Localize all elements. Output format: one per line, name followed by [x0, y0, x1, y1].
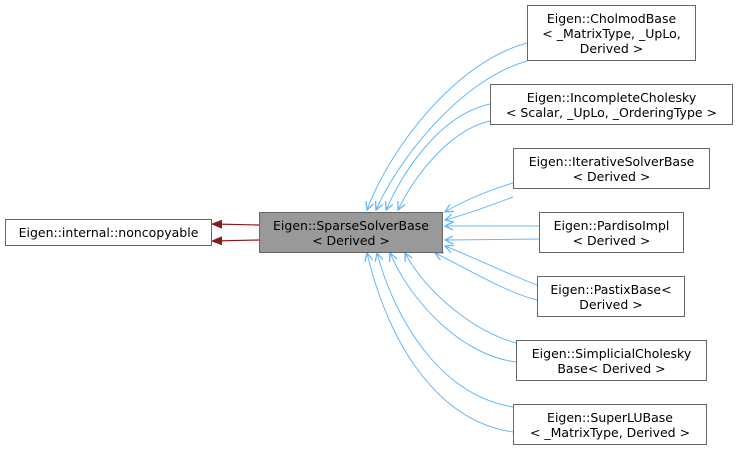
node-noncopyable-line-1: Eigen::internal::noncopyable — [18, 225, 199, 240]
node-iterative-solver-base-line-2: < Derived > — [572, 168, 651, 184]
node-cholmod-base-line-3: Derived > — [579, 40, 644, 56]
node-pardiso-impl-line-1: Eigen::PardisoImpl — [553, 217, 670, 233]
node-simplicial-cholesky-base-line-2: Base< Derived > — [557, 360, 666, 376]
node-superlu-base-line-2: < _MatrixType, Derived > — [529, 424, 691, 440]
node-cholmod-base[interactable]: Eigen::CholmodBase < _MatrixType, _UpLo,… — [527, 5, 696, 61]
edge-simplicialcholeskybase-upper — [405, 253, 517, 344]
node-incomplete-cholesky[interactable]: Eigen::IncompleteCholesky < Scalar, _UpL… — [490, 84, 733, 125]
edge-incompletecholesky-lower — [398, 120, 491, 210]
node-sparse-solver-base-line-1: Eigen::SparseSolverBase — [273, 217, 429, 233]
edge-superlubase-upper — [377, 253, 514, 408]
node-simplicial-cholesky-base-line-1: Eigen::SimplicialCholesky — [531, 345, 692, 361]
edge-simplicialcholeskybase-lower — [390, 253, 517, 363]
edge-sparsesolverbase-noncopyable-upper — [213, 224, 260, 225]
edge-pastixbase-upper — [445, 246, 538, 286]
node-cholmod-base-line-1: Eigen::CholmodBase — [546, 10, 677, 26]
edge-iterativesolverbase-upper — [445, 182, 514, 212]
node-pastix-base[interactable]: Eigen::PastixBase< Derived > — [537, 276, 685, 317]
node-noncopyable[interactable]: Eigen::internal::noncopyable — [5, 219, 212, 246]
edge-pastixbase-lower — [435, 253, 538, 301]
node-incomplete-cholesky-line-2: < Scalar, _UpLo, _OrderingType > — [505, 104, 718, 120]
edge-iterativesolverbase-lower — [445, 196, 514, 220]
node-incomplete-cholesky-line-1: Eigen::IncompleteCholesky — [526, 89, 697, 105]
node-iterative-solver-base[interactable]: Eigen::IterativeSolverBase < Derived > — [513, 148, 710, 189]
node-iterative-solver-base-line-1: Eigen::IterativeSolverBase — [528, 153, 695, 169]
node-superlu-base[interactable]: Eigen::SuperLUBase < _MatrixType, Derive… — [513, 404, 707, 445]
node-pastix-base-line-2: Derived > — [579, 296, 643, 312]
edge-cholmodbase-upper — [367, 42, 528, 210]
node-pardiso-impl[interactable]: Eigen::PardisoImpl < Derived > — [539, 212, 684, 253]
node-pastix-base-line-1: Eigen::PastixBase< — [550, 281, 672, 297]
node-cholmod-base-line-2: < _MatrixType, _UpLo, — [542, 25, 681, 41]
node-sparse-solver-base: Eigen::SparseSolverBase < Derived > — [259, 212, 443, 253]
node-simplicial-cholesky-base[interactable]: Eigen::SimplicialCholesky Base< Derived … — [516, 340, 707, 381]
edge-sparsesolverbase-noncopyable-lower — [213, 240, 260, 241]
node-superlu-base-line-1: Eigen::SuperLUBase — [547, 409, 673, 425]
node-sparse-solver-base-line-2: < Derived > — [312, 232, 390, 248]
node-pardiso-impl-line-2: < Derived > — [572, 232, 651, 248]
edge-cholmodbase-lower — [376, 60, 528, 210]
edge-pardisoimpl-lower — [445, 239, 540, 240]
edge-superlubase-lower — [367, 253, 514, 433]
edge-incompletecholesky-upper — [386, 103, 491, 210]
